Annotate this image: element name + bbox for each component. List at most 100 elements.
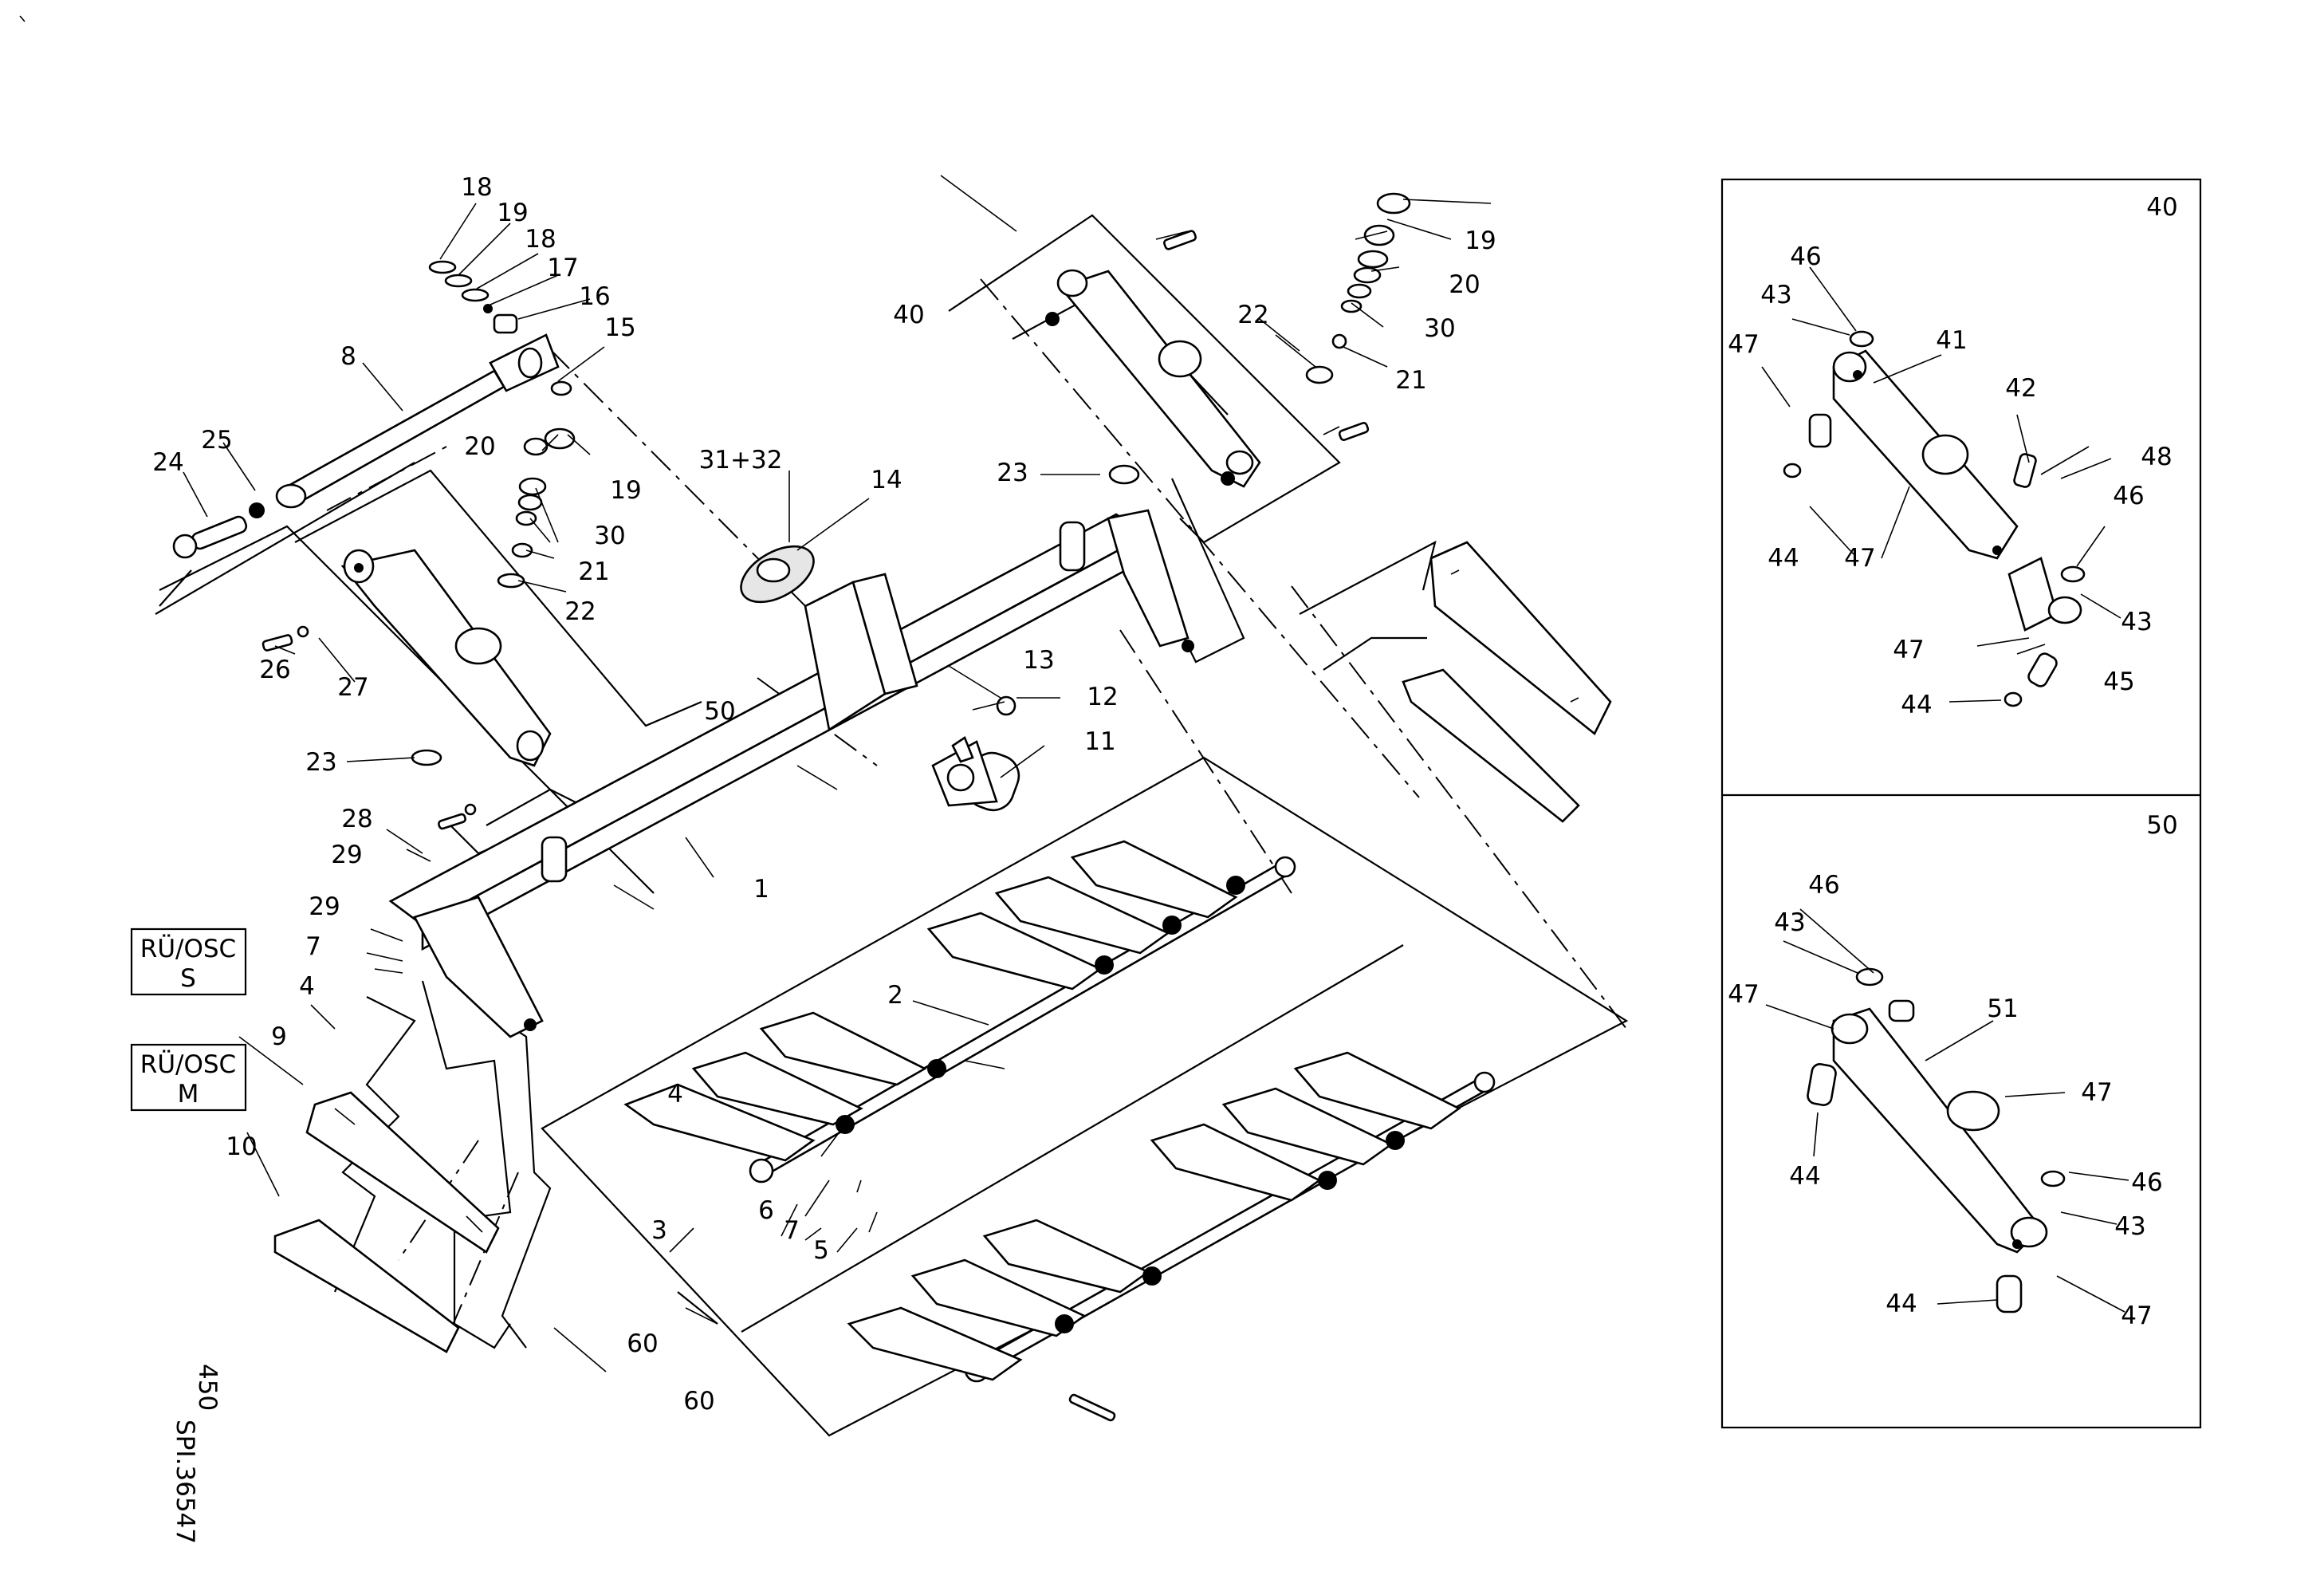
callout: 20 — [1449, 270, 1480, 299]
inset-leaders — [1761, 266, 2129, 1313]
alignment-lines — [326, 278, 1627, 1341]
right-link-arm — [1045, 230, 1340, 488]
callout: 13 — [1023, 646, 1054, 675]
callout: 7 — [784, 1216, 800, 1245]
callout: 47 — [2081, 1078, 2112, 1107]
callout: 43 — [1760, 281, 1791, 309]
callout: 2 — [887, 981, 903, 1010]
callout: 41 — [1936, 326, 1967, 355]
callout: 46 — [1808, 871, 1839, 900]
inset-40-parts — [1783, 330, 2086, 707]
box-m-variant: M — [178, 1080, 199, 1109]
callout: 1 — [753, 875, 769, 904]
inset-40-callouts: 46 43 47 41 42 48 46 44 47 43 47 45 44 — [1728, 242, 2172, 719]
callout: 30 — [1424, 314, 1455, 343]
callout: 46 — [2131, 1168, 2162, 1197]
tie-rod-arm — [172, 333, 560, 559]
callout: 4 — [667, 1080, 683, 1109]
callout: 20 — [464, 432, 495, 461]
callout: 50 — [704, 697, 735, 726]
callout: 47 — [1728, 330, 1759, 359]
callout: 21 — [578, 557, 609, 586]
callout: 44 — [1768, 544, 1799, 573]
callout: 46 — [1790, 242, 1821, 271]
callout: 60 — [683, 1387, 714, 1416]
callout: 23 — [997, 459, 1028, 487]
callout: 9 — [271, 1022, 287, 1051]
callout: 25 — [201, 426, 232, 455]
callout: 12 — [1087, 683, 1118, 711]
assembly-outlines — [155, 214, 1629, 1437]
box-s-title: RÜ/OSC — [140, 934, 236, 963]
callout: 19 — [497, 199, 528, 227]
callout: 17 — [547, 254, 578, 282]
callout: 29 — [331, 841, 362, 869]
inset-50-parts — [1807, 967, 2066, 1313]
main-callouts: 18 19 18 17 16 15 8 25 24 20 19 30 21 22… — [152, 173, 1496, 1416]
callout: 6 — [758, 1196, 774, 1225]
callout: 21 — [1395, 366, 1426, 395]
mounting-flange — [740, 545, 1020, 812]
box-m-title: RÜ/OSC — [140, 1050, 236, 1079]
callout: 47 — [1844, 544, 1875, 573]
callout: 28 — [341, 805, 372, 833]
callout: 43 — [1774, 908, 1805, 937]
side-plates-left — [273, 1091, 500, 1353]
tine-bar-upper — [623, 840, 1296, 1183]
callout: 16 — [579, 282, 610, 311]
callout: 47 — [1893, 636, 1924, 664]
callout-leaders — [183, 175, 1492, 1372]
callout: 18 — [525, 225, 556, 254]
left-link-arm — [340, 549, 552, 767]
callout: 24 — [152, 448, 183, 477]
callout: 46 — [2113, 482, 2144, 510]
callout: 26 — [259, 656, 290, 684]
box-labels: RÜ/OSC S RÜ/OSC M — [140, 934, 236, 1109]
callout: 5 — [813, 1236, 829, 1265]
inset-titles: 40 50 — [2146, 193, 2177, 840]
callout: 29 — [309, 892, 340, 921]
callout: 22 — [564, 597, 596, 626]
drawing-page: 450 — [193, 1364, 222, 1411]
inset-50-callouts: 46 43 47 51 47 44 46 43 44 47 — [1728, 871, 2162, 1330]
callout: 8 — [340, 342, 356, 371]
rue-osc-s-box — [130, 927, 247, 996]
callout: 51 — [1987, 994, 2018, 1023]
callout: 42 — [2005, 374, 2036, 403]
callout: 7 — [305, 932, 321, 961]
callout: 60 — [627, 1329, 658, 1358]
callout: 22 — [1237, 301, 1268, 329]
callout: 43 — [2114, 1212, 2145, 1241]
inset-40-title: 40 — [2146, 193, 2177, 222]
callout: 30 — [594, 522, 625, 550]
callout: 15 — [604, 313, 635, 342]
callout: 47 — [1728, 980, 1759, 1009]
side-plates-right — [1402, 541, 1612, 823]
inset-50-title: 50 — [2146, 811, 2177, 840]
callout: 44 — [1789, 1162, 1820, 1191]
callout: 48 — [2141, 443, 2172, 471]
callout: 11 — [1084, 727, 1115, 756]
rue-osc-m-box — [130, 1043, 247, 1112]
callout: 3 — [651, 1216, 667, 1245]
callout: 44 — [1901, 691, 1932, 719]
callout: 10 — [226, 1132, 257, 1161]
corner-mark — [19, 15, 26, 22]
callout: 45 — [2103, 668, 2134, 696]
callout: 43 — [2121, 608, 2152, 636]
callout: 40 — [893, 301, 924, 329]
callout: 27 — [337, 673, 368, 702]
callout: 18 — [461, 173, 492, 202]
drawing-code-block: SPI.36547 450 — [171, 1364, 222, 1544]
callout: 14 — [871, 466, 902, 494]
drawing-code: SPI.36547 — [171, 1420, 199, 1544]
box-s-variant: S — [180, 964, 196, 993]
callout: 31+32 — [699, 446, 783, 475]
callout: 19 — [610, 476, 641, 505]
main-beam — [388, 509, 1194, 1038]
bearing-stack-right — [1108, 192, 1411, 485]
callout: 4 — [299, 972, 315, 1001]
callout: 47 — [2121, 1302, 2152, 1330]
callout: 19 — [1465, 226, 1496, 255]
